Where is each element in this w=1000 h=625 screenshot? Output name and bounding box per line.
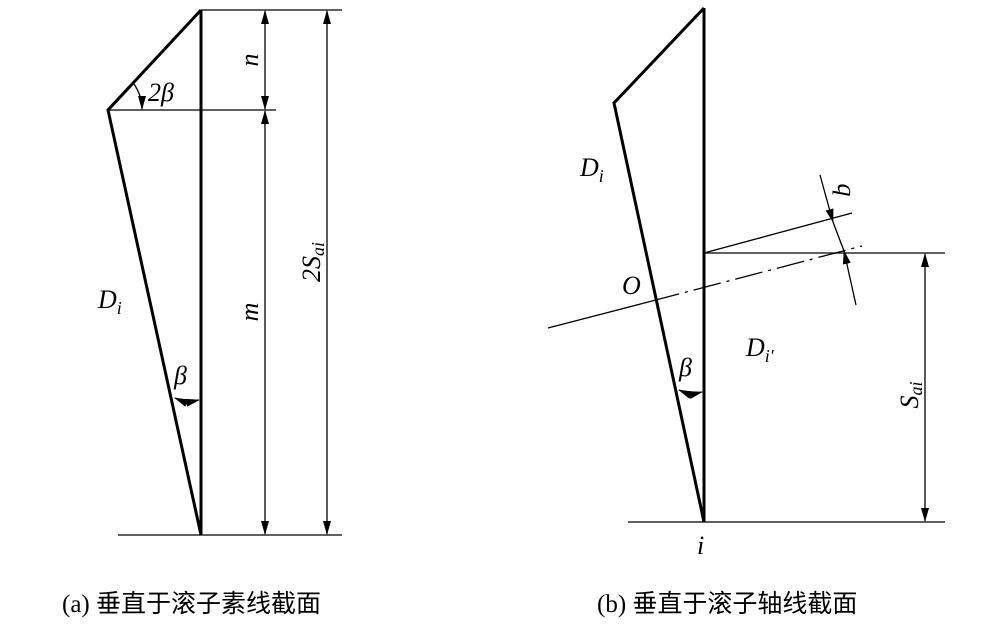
label-2beta: 2β <box>148 78 174 107</box>
label-sai: Sai <box>895 381 926 408</box>
panel-a: 2β n m 2Sai Di β (a) 垂直于滚子素线截面 <box>62 8 342 618</box>
dim-q <box>819 174 834 223</box>
label-2sai: 2Sai <box>297 242 328 282</box>
panel-b: Di O q Di′ β Sai i (b) 垂直于滚子轴线截面 <box>547 6 945 618</box>
caption-a: (a) 垂直于滚子素线截面 <box>62 590 321 618</box>
label-q: q <box>832 184 861 197</box>
label-di: Di <box>97 285 122 318</box>
label-di-b: Di <box>579 153 604 186</box>
axis-centerline <box>651 245 863 302</box>
label-m: m <box>235 303 264 322</box>
label-beta-b: β <box>678 353 692 382</box>
label-di-prime: Di′ <box>745 333 775 366</box>
angle-2beta-arc <box>133 83 146 110</box>
caption-b: (b) 垂直于滚子轴线截面 <box>597 590 857 618</box>
label-beta: β <box>173 361 187 390</box>
label-o: O <box>622 271 641 300</box>
label-n: n <box>235 54 264 67</box>
section-outline-b <box>612 6 706 523</box>
upper-slant-line <box>703 212 853 254</box>
label-i: i <box>697 531 704 560</box>
section-outline-a <box>106 8 203 536</box>
